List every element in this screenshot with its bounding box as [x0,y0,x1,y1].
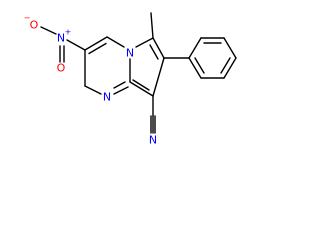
atom-nitro-o-minus: O [30,19,39,32]
structure-canvas: O − N + O N N N [0,0,246,154]
bond-c5-methyl [150,12,154,39]
atom-nitro-o-minus-charge: − [24,14,31,23]
bond-ph-6-1 [188,57,202,79]
atom-nitro-n-charge: + [65,28,72,37]
bond-c5-c6 [152,37,165,59]
bond-ph-4-5-inner [220,57,231,74]
bond-c4-n4 [106,36,125,48]
bond-n4-c5 [135,37,154,48]
bond-nitro-n-o-minus [40,26,57,35]
bond-c7-c8a [129,81,154,97]
bond-c3-nitro-n [66,39,86,51]
atom-label-layer: O − N + O N N N [24,14,157,147]
bond-c7-c8a-inner [132,79,150,91]
bond-ph-4-5 [223,57,237,79]
bond-c8a-n1-inner [113,81,126,89]
bond-ph-6-1-inner [194,57,205,74]
bond-c6-c7 [152,57,165,97]
bond-layer [40,12,237,134]
bond-ph-1-2 [188,37,202,59]
bond-c3-c4-inner [88,42,107,55]
atom-nitro-o-double: O [57,62,66,75]
bond-c8a-n1 [113,86,129,95]
atom-nitro-n: N [57,32,65,45]
bond-n1-c2 [84,85,102,95]
atom-nitrile-n: N [149,134,157,147]
molecule-structure: O − N + O N N N [24,12,237,147]
bond-ph-3-4 [223,37,237,59]
atom-ring-n-pyrimidine: N [103,91,111,104]
atom-ring-n-bridge: N [126,47,134,60]
bond-c3-c4 [84,36,108,51]
bond-c5-c6-inner [149,44,159,60]
